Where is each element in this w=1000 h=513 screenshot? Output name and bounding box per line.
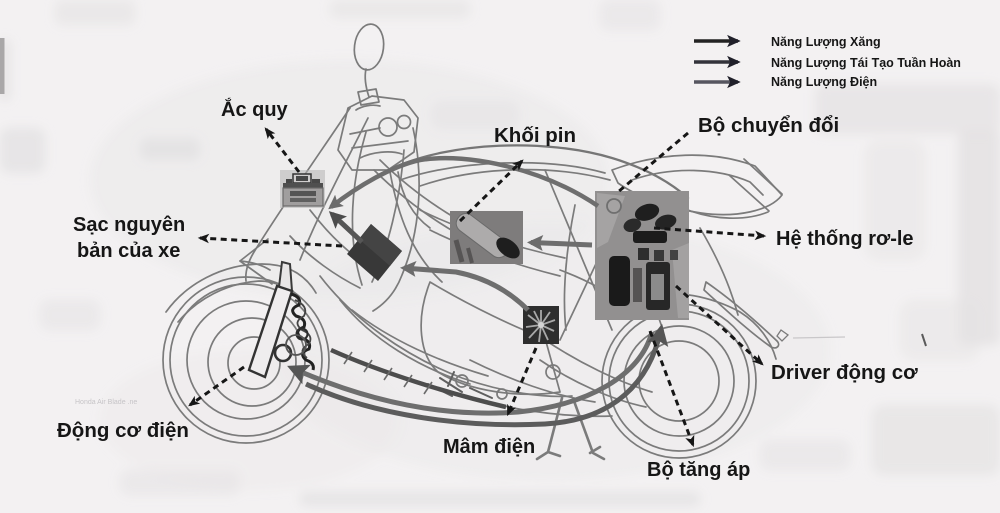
svg-text:Bộ chuyển đổi: Bộ chuyển đổi <box>698 114 839 137</box>
svg-text:Ắc quy: Ắc quy <box>221 97 289 121</box>
svg-text:Hệ thống rơ-le: Hệ thống rơ-le <box>776 228 914 250</box>
svg-text:Sạc nguyên: Sạc nguyên <box>73 214 185 236</box>
svg-text:Năng Lượng Xăng: Năng Lượng Xăng <box>771 35 881 49</box>
svg-text:Năng Lượng Tái Tạo Tuần Hoàn: Năng Lượng Tái Tạo Tuần Hoàn <box>771 56 961 70</box>
svg-text:Khối pin: Khối pin <box>494 124 576 147</box>
svg-text:Mâm điện: Mâm điện <box>443 436 535 458</box>
svg-text:Bộ tăng áp: Bộ tăng áp <box>647 459 750 481</box>
svg-text:Động cơ điện: Động cơ điện <box>57 419 189 442</box>
svg-text:Honda Air Blade .ne: Honda Air Blade .ne <box>75 399 137 406</box>
svg-text:Driver động cơ: Driver động cơ <box>771 361 918 384</box>
svg-text:Năng Lượng Điện: Năng Lượng Điện <box>771 75 877 89</box>
svg-text:bản của xe: bản của xe <box>77 240 180 262</box>
